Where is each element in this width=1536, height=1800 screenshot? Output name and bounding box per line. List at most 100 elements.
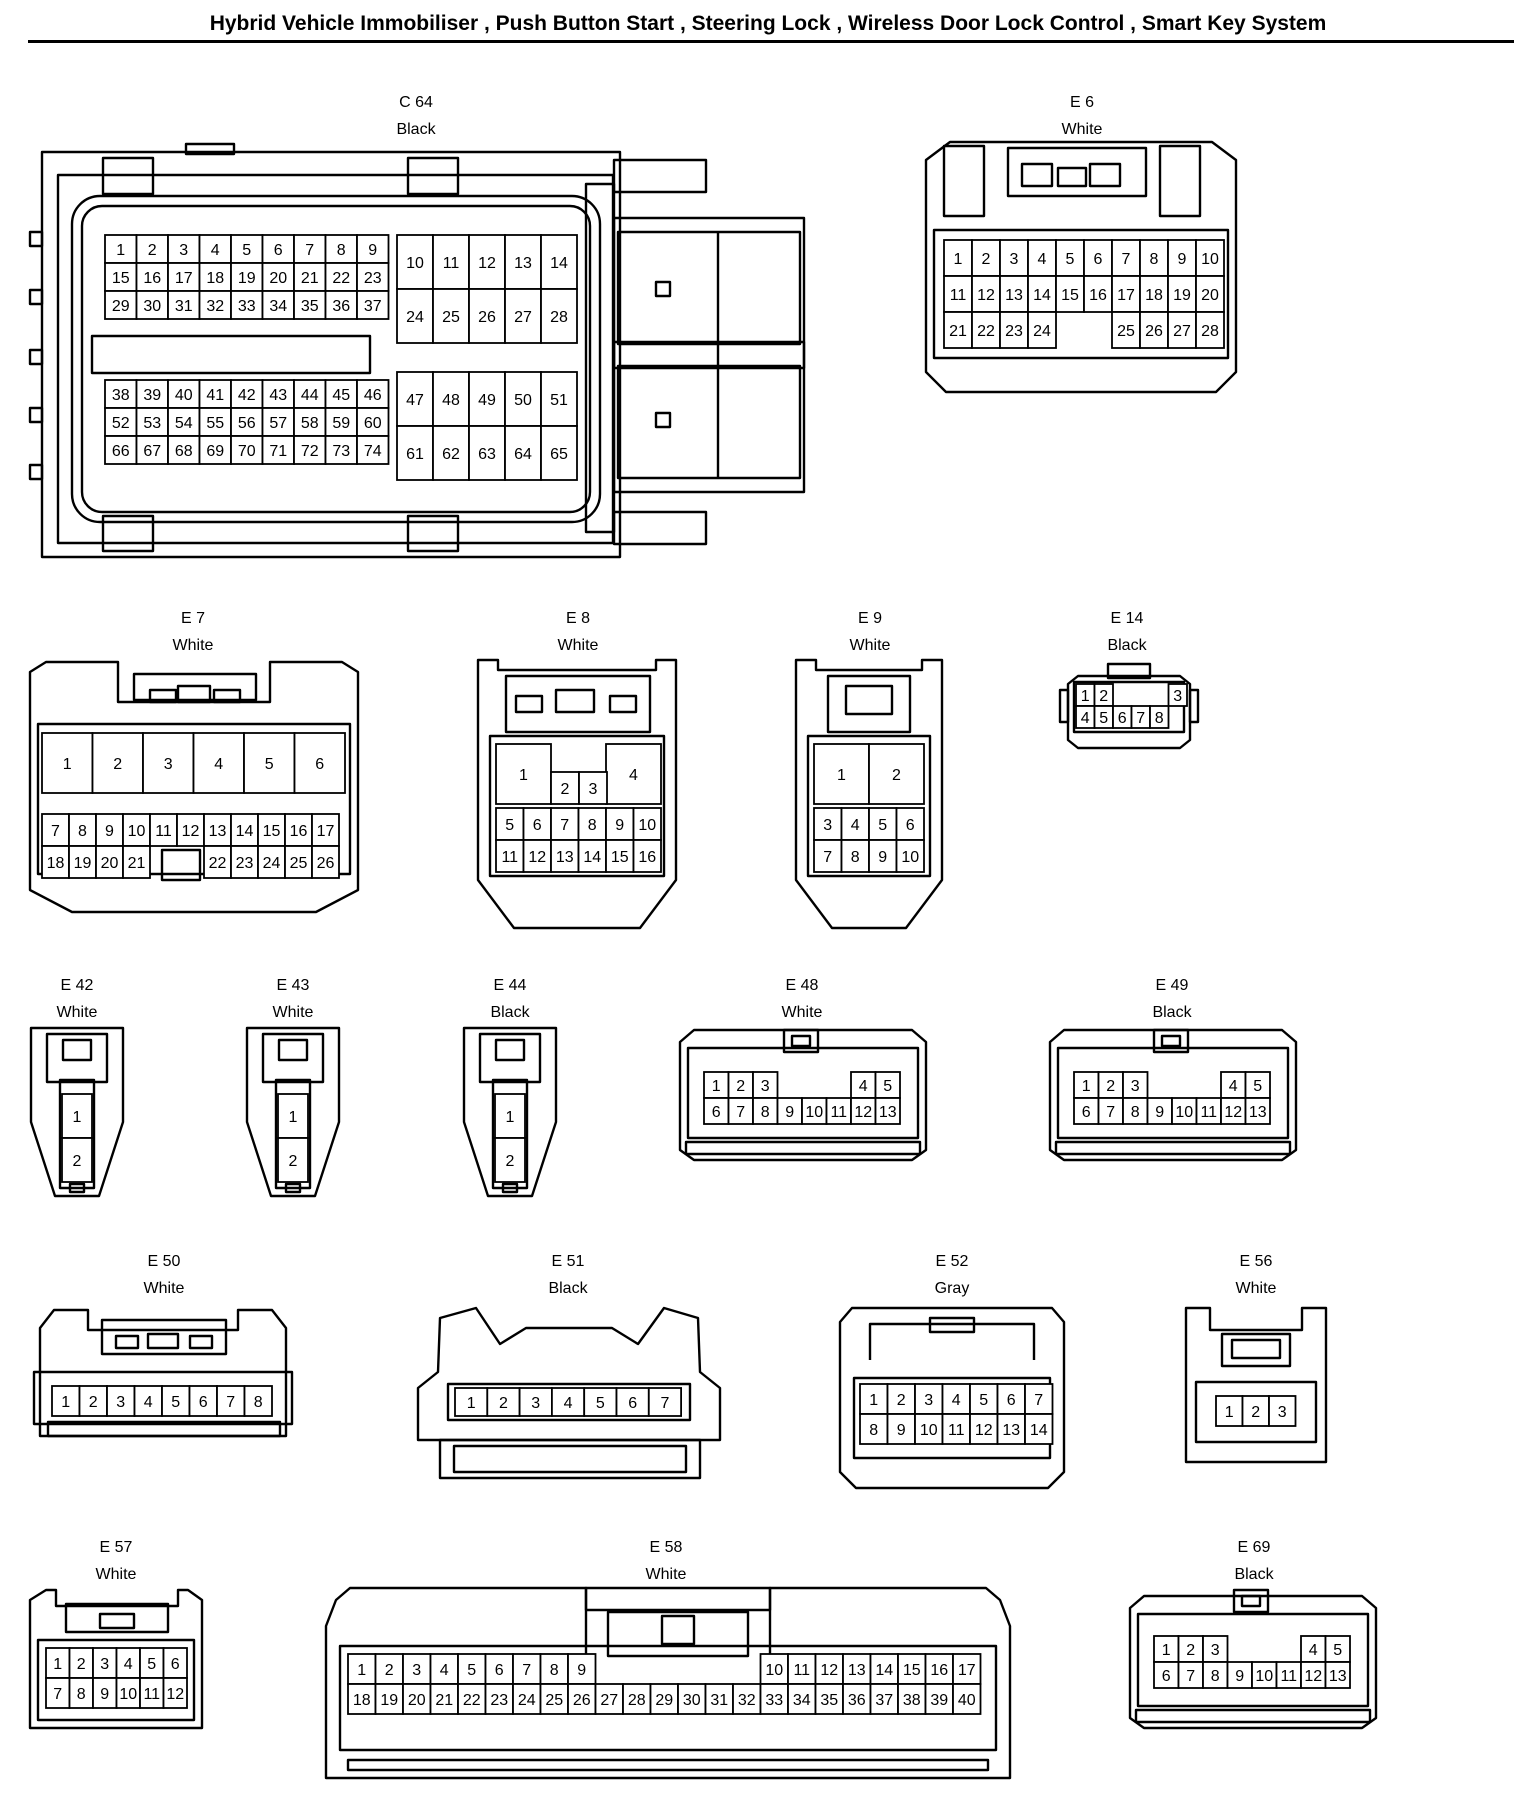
pin-number: 9 [577, 1662, 586, 1679]
pin-number: 2 [982, 251, 991, 268]
pin-cell [277, 1137, 309, 1183]
pin-number: 24 [518, 1692, 536, 1709]
pin-number: 4 [859, 1078, 868, 1095]
pin-number: 39 [930, 1692, 948, 1709]
pin-cell [167, 379, 201, 409]
pin-cell [813, 839, 843, 873]
pin-number: 7 [823, 849, 832, 866]
pin-cell [776, 1097, 803, 1125]
connector-id: E 9 [858, 610, 882, 627]
connector-color: Gray [935, 1280, 970, 1297]
shell-part [284, 1182, 302, 1194]
pin-number: 23 [1005, 323, 1023, 340]
pin-number: 5 [242, 242, 251, 259]
pin-number: 1 [837, 767, 846, 784]
pin-cell [999, 275, 1029, 313]
e57-latch [64, 1602, 170, 1634]
pin-number: 5 [596, 1395, 605, 1412]
pin-number: 48 [442, 392, 460, 409]
pin-number: 7 [1034, 1392, 1043, 1409]
pin-number: 11 [830, 1104, 847, 1121]
pin-number: 21 [128, 855, 146, 872]
pin-number: 12 [478, 255, 496, 272]
connector-id: E 56 [1240, 1253, 1273, 1270]
pin-cell [230, 379, 264, 409]
pin-number: 34 [793, 1692, 811, 1709]
pin-number: 3 [1211, 1642, 1220, 1659]
pin-number: 7 [305, 242, 314, 259]
e14-pin-frame [1072, 680, 1186, 734]
pin-cell [284, 845, 313, 879]
c64-lock-square [654, 411, 672, 429]
pin-cell [135, 290, 169, 320]
pin-number: 1 [357, 1662, 366, 1679]
pin-cell [1268, 1395, 1297, 1427]
pin-number: 46 [364, 387, 382, 404]
connector-id: E 7 [181, 610, 205, 627]
pin-number: 4 [144, 1394, 153, 1411]
pin-cell [243, 1385, 273, 1417]
pin-cell [230, 845, 259, 879]
pin-number: 8 [77, 1686, 86, 1703]
pin-cell [522, 839, 552, 873]
pin-number: 9 [615, 817, 624, 834]
pin-cell [874, 1097, 901, 1125]
pin-cell [135, 234, 169, 264]
pin-number: 2 [73, 1153, 82, 1170]
shell-part [790, 1034, 812, 1048]
connector-color: White [782, 1004, 823, 1021]
pin-number: 4 [211, 242, 220, 259]
latch-connector-shell [1048, 1028, 1298, 1162]
connector-id: E 57 [100, 1539, 133, 1556]
pin-number: 10 [119, 1686, 137, 1703]
latch-connector-latch [782, 1028, 820, 1054]
pin-number: 18 [47, 855, 65, 872]
pin-number: 1 [1082, 1078, 1091, 1095]
pin-cell [943, 239, 973, 277]
pin-cell [1195, 1097, 1222, 1125]
e69-latch [1232, 1588, 1270, 1614]
pin-number: 10 [901, 849, 919, 866]
pin-cell [432, 288, 470, 344]
pin-number: 2 [499, 1395, 508, 1412]
pin-number: 8 [761, 1104, 770, 1121]
connector-color: Black [1152, 1004, 1192, 1021]
pin-cell [198, 290, 232, 320]
pin-cell [1244, 1097, 1271, 1125]
pin-number: 5 [883, 1078, 892, 1095]
connector-color: Black [1234, 1566, 1274, 1583]
pin-cell [104, 290, 138, 320]
pin-cell [324, 290, 358, 320]
pin-number: 38 [112, 387, 130, 404]
shell-part [1240, 1594, 1262, 1608]
pin-number: 14 [875, 1662, 893, 1679]
pin-number: 25 [1117, 323, 1135, 340]
shell-part [32, 1370, 294, 1426]
shell-part [660, 1614, 696, 1646]
pin-cell [842, 1683, 872, 1715]
pin-cell [752, 1071, 779, 1099]
connector-color: White [96, 1566, 137, 1583]
pin-cell [51, 1385, 81, 1417]
pin-number: 29 [112, 298, 130, 315]
e51-terminal-block [438, 1438, 702, 1480]
pin-cell [1083, 275, 1113, 313]
pin-cell [1024, 1383, 1054, 1415]
pin-cell [895, 839, 925, 873]
pin-number: 43 [269, 387, 287, 404]
pin-number: 62 [442, 446, 460, 463]
pin-number: 31 [710, 1692, 728, 1709]
pin-number: 8 [588, 817, 597, 834]
pin-cell [787, 1683, 817, 1715]
pin-cell [605, 743, 662, 805]
pin-number: 12 [854, 1104, 872, 1121]
small-connector-shell [245, 1026, 341, 1198]
pin-number: 9 [1235, 1668, 1244, 1685]
shell-part [68, 1182, 86, 1194]
pin-number: 64 [514, 446, 532, 463]
pin-cell [61, 1137, 93, 1183]
shell-part [684, 1140, 922, 1156]
pin-number: 3 [1131, 1078, 1140, 1095]
shell-part [346, 1758, 990, 1772]
e58-latch [606, 1610, 750, 1658]
